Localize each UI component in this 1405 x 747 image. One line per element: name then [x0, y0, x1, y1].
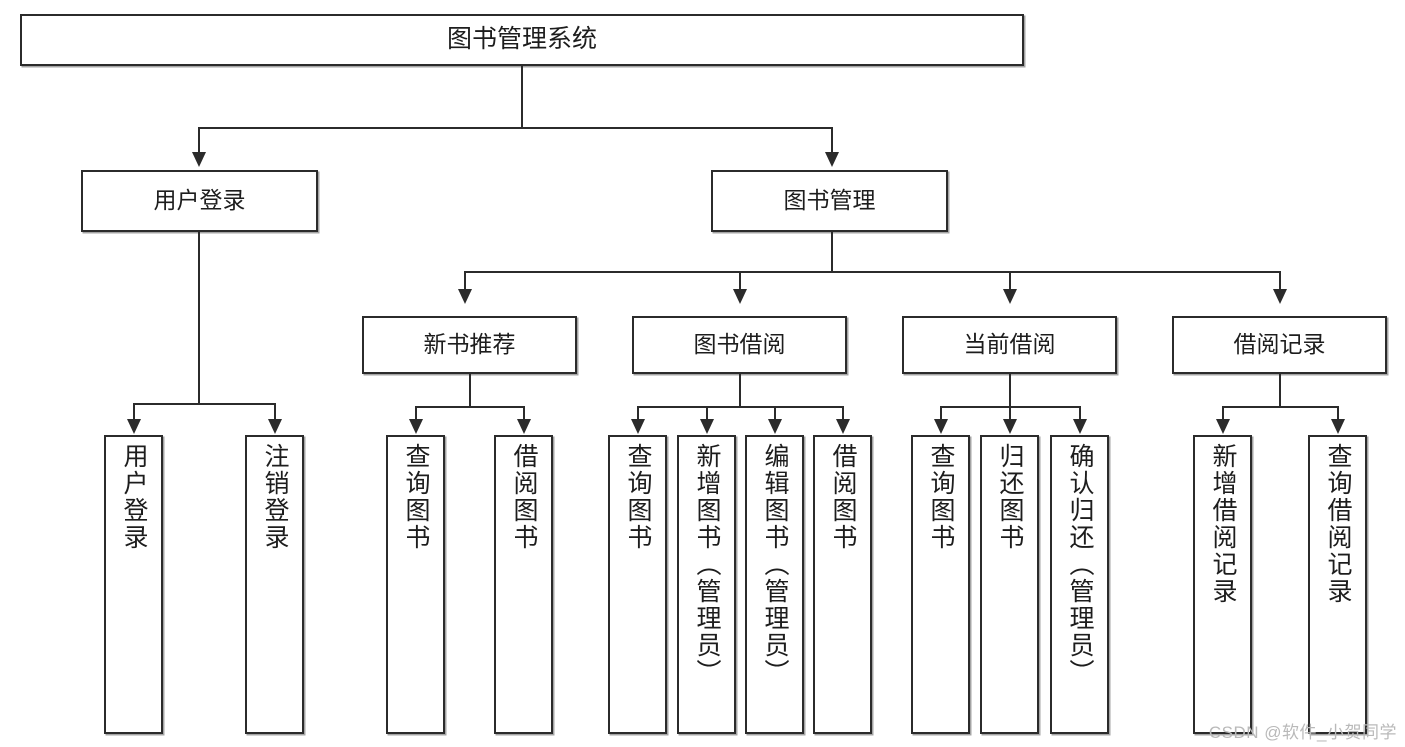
edge-book-borrow-drop-2	[706, 406, 708, 420]
edge-current-borrow-drop-1	[940, 406, 942, 420]
arrowhead-current-borrow-leaf-1	[934, 419, 948, 434]
edge-new-book-drop-1	[415, 406, 417, 420]
leaf-book-borrow-2-label: 新增图书（管理员）	[693, 443, 721, 686]
edge-to-book-borrow	[739, 271, 741, 291]
leaf-book-borrow-4[interactable]: 借阅图书	[813, 435, 872, 734]
edge-root-bus	[198, 127, 833, 129]
leaf-book-borrow-1[interactable]: 查询图书	[608, 435, 667, 734]
node-book-manage-label: 图书管理	[783, 187, 876, 214]
arrowhead-new-book	[458, 289, 472, 304]
edge-book-borrow-bus	[637, 406, 843, 408]
edge-borrow-record-drop-2	[1337, 406, 1339, 420]
edge-borrow-record-drop-1	[1222, 406, 1224, 420]
edge-to-new-book	[464, 271, 466, 291]
edge-to-user-login	[198, 127, 200, 155]
leaf-book-borrow-3-label: 编辑图书（管理员）	[761, 443, 789, 686]
edge-user-login-bus	[133, 403, 276, 405]
node-root[interactable]: 图书管理系统	[20, 14, 1024, 66]
edge-new-book-bus	[415, 406, 523, 408]
arrowhead-book-borrow-leaf-2	[700, 419, 714, 434]
arrowhead-user-login-leaf-1	[127, 419, 141, 434]
leaf-current-borrow-3[interactable]: 确认归还（管理员）	[1050, 435, 1109, 734]
leaf-current-borrow-3-label: 确认归还（管理员）	[1066, 443, 1094, 686]
edge-user-login-drop-1	[133, 403, 135, 421]
edge-book-borrow-drop-3	[774, 406, 776, 420]
edge-new-book-drop-2	[523, 406, 525, 420]
edge-new-book-stem	[469, 374, 471, 407]
arrowhead-book-borrow-leaf-1	[631, 419, 645, 434]
edge-current-borrow-drop-2	[1009, 406, 1011, 420]
leaf-borrow-record-1[interactable]: 新增借阅记录	[1193, 435, 1252, 734]
arrowhead-book-borrow-leaf-4	[836, 419, 850, 434]
leaf-new-book-2[interactable]: 借阅图书	[494, 435, 553, 734]
edge-book-manage-bus	[464, 271, 1280, 273]
edge-user-login-drop-2	[274, 403, 276, 421]
node-borrow-record-label: 借阅记录	[1233, 331, 1326, 358]
edge-current-borrow-drop-3	[1079, 406, 1081, 420]
arrowhead-current-borrow-leaf-3	[1073, 419, 1087, 434]
arrowhead-book-manage	[825, 152, 839, 167]
edge-to-borrow-record	[1279, 271, 1281, 291]
node-new-book-recommend-label: 新书推荐	[423, 331, 516, 358]
edge-user-login-stem	[198, 232, 200, 404]
leaf-current-borrow-1[interactable]: 查询图书	[911, 435, 970, 734]
leaf-book-borrow-2[interactable]: 新增图书（管理员）	[677, 435, 736, 734]
arrowhead-current-borrow	[1003, 289, 1017, 304]
edge-root-stem	[521, 66, 523, 128]
edge-book-manage-stem	[831, 232, 833, 272]
leaf-book-borrow-1-label: 查询图书	[624, 443, 652, 551]
node-user-login[interactable]: 用户登录	[81, 170, 318, 232]
node-current-borrow-label: 当前借阅	[963, 331, 1056, 358]
edge-to-book-manage	[831, 127, 833, 155]
edge-book-borrow-stem	[739, 374, 741, 407]
leaf-user-login-1-label: 用户登录	[120, 443, 148, 551]
leaf-user-login-2[interactable]: 注销登录	[245, 435, 304, 734]
node-new-book-recommend[interactable]: 新书推荐	[362, 316, 577, 374]
arrowhead-borrow-record-leaf-1	[1216, 419, 1230, 434]
leaf-book-borrow-4-label: 借阅图书	[829, 443, 857, 551]
arrowhead-new-book-leaf-2	[517, 419, 531, 434]
leaf-user-login-2-label: 注销登录	[261, 443, 289, 551]
leaf-user-login-1[interactable]: 用户登录	[104, 435, 163, 734]
leaf-current-borrow-2-label: 归还图书	[996, 443, 1024, 551]
edge-book-borrow-drop-1	[637, 406, 639, 420]
leaf-book-borrow-3[interactable]: 编辑图书（管理员）	[745, 435, 804, 734]
leaf-borrow-record-2-label: 查询借阅记录	[1324, 443, 1352, 605]
edge-to-current-borrow	[1009, 271, 1011, 291]
arrowhead-user-login	[192, 152, 206, 167]
edge-borrow-record-bus	[1222, 406, 1337, 408]
node-user-login-label: 用户登录	[153, 187, 246, 214]
node-book-borrow[interactable]: 图书借阅	[632, 316, 847, 374]
leaf-new-book-1[interactable]: 查询图书	[386, 435, 445, 734]
arrowhead-user-login-leaf-2	[268, 419, 282, 434]
leaf-current-borrow-1-label: 查询图书	[927, 443, 955, 551]
leaf-new-book-2-label: 借阅图书	[510, 443, 538, 551]
edge-current-borrow-stem	[1009, 374, 1011, 407]
leaf-borrow-record-1-label: 新增借阅记录	[1209, 443, 1237, 605]
arrowhead-borrow-record	[1273, 289, 1287, 304]
node-root-label: 图书管理系统	[446, 25, 597, 54]
arrowhead-book-borrow-leaf-3	[768, 419, 782, 434]
arrowhead-current-borrow-leaf-2	[1003, 419, 1017, 434]
node-borrow-record[interactable]: 借阅记录	[1172, 316, 1387, 374]
watermark: CSDN @软件_小贺同学	[1208, 723, 1397, 742]
node-book-manage[interactable]: 图书管理	[711, 170, 948, 232]
edge-borrow-record-stem	[1279, 374, 1281, 407]
leaf-borrow-record-2[interactable]: 查询借阅记录	[1308, 435, 1367, 734]
leaf-new-book-1-label: 查询图书	[402, 443, 430, 551]
edge-book-borrow-drop-4	[842, 406, 844, 420]
arrowhead-borrow-record-leaf-2	[1331, 419, 1345, 434]
node-book-borrow-label: 图书借阅	[693, 331, 786, 358]
node-current-borrow[interactable]: 当前借阅	[902, 316, 1117, 374]
arrowhead-new-book-leaf-1	[409, 419, 423, 434]
leaf-current-borrow-2[interactable]: 归还图书	[980, 435, 1039, 734]
arrowhead-book-borrow	[733, 289, 747, 304]
